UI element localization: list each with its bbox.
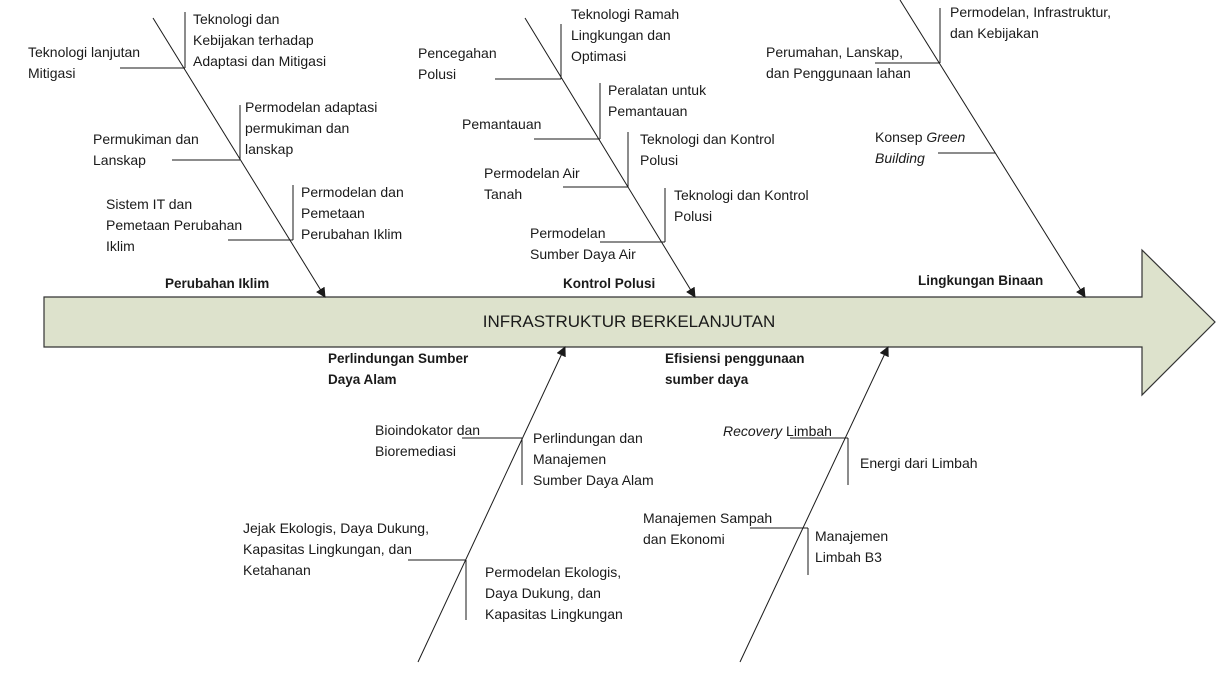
- cause-label: Permodelan Air Tanah: [484, 165, 580, 202]
- category-perlindungan-sda: Perlindungan Sumber Daya Alam: [328, 351, 469, 387]
- cause-label: Pencegahan Polusi: [418, 45, 497, 82]
- cause-label: Teknologi lanjutan Mitigasi: [28, 44, 141, 81]
- sub-cause-label: Permodelan, Infrastruktur, dan Kebijakan: [950, 4, 1112, 41]
- sub-cause-label: Peralatan untuk Pemantauan: [608, 82, 707, 118]
- sub-cause-label: Permodelan dan Pemetaan Perubahan Iklim: [301, 184, 404, 242]
- cause-label: Konsep Green Building: [875, 127, 965, 169]
- cause-label: Permodelan Sumber Daya Air: [530, 225, 636, 262]
- bone-efisiensi: [739, 346, 889, 663]
- category-kontrol-polusi: Kontrol Polusi: [563, 276, 656, 291]
- sub-cause-label: Manajemen Limbah B3: [815, 528, 889, 565]
- cause-label-plain: Limbah: [782, 423, 832, 439]
- cause-label: Manajemen Sampah dan Ekonomi: [643, 510, 773, 547]
- category-perubahan-iklim: Perubahan Iklim: [165, 276, 270, 291]
- sub-cause-label: Permodelan adaptasi permukiman dan lansk…: [245, 99, 378, 157]
- sub-cause-label: Teknologi dan Kebijakan terhadap Adaptas…: [193, 11, 327, 69]
- cause-label: Jejak Ekologis, Daya Dukung, Kapasitas L…: [243, 520, 429, 578]
- sub-cause-label: Teknologi Ramah Lingkungan dan Optimasi: [571, 6, 680, 64]
- effect-title: INFRASTRUKTUR BERKELANJUTAN: [482, 312, 776, 331]
- cause-label-plain: Konsep: [875, 129, 927, 145]
- bone-perubahan-iklim: [152, 17, 326, 298]
- bone-lingkungan-binaan: [899, 0, 1086, 298]
- category-lingkungan-binaan: Lingkungan Binaan: [918, 273, 1044, 288]
- cause-label: Pemantauan: [462, 116, 542, 132]
- cause-label: Recovery Limbah: [723, 421, 832, 442]
- bone-kontrol-polusi: [524, 17, 696, 298]
- sub-cause-label: Teknologi dan Kontrol Polusi: [674, 187, 809, 224]
- category-efisiensi: Efisiensi penggunaan sumber daya: [665, 351, 805, 387]
- cause-label: Perumahan, Lanskap, dan Penggunaan lahan: [766, 44, 911, 81]
- cause-label: Bioindokator dan Bioremediasi: [375, 422, 481, 459]
- bone-perlindungan-sda: [417, 346, 566, 663]
- sub-cause-label: Energi dari Limbah: [860, 455, 978, 471]
- main-arrow: [43, 248, 1216, 397]
- cause-label: Permukiman dan Lanskap: [93, 131, 199, 168]
- sub-cause-label: Perlindungan dan Manajemen Sumber Daya A…: [533, 430, 654, 488]
- cause-label-italic: Green Building: [875, 129, 966, 166]
- sub-cause-label: Teknologi dan Kontrol Polusi: [640, 131, 775, 168]
- sub-cause-label: Permodelan Ekologis, Daya Dukung, dan Ka…: [485, 564, 623, 622]
- cause-label: Sistem IT dan Pemetaan Perubahan Iklim: [106, 196, 243, 254]
- cause-label-italic: Recovery: [723, 423, 783, 439]
